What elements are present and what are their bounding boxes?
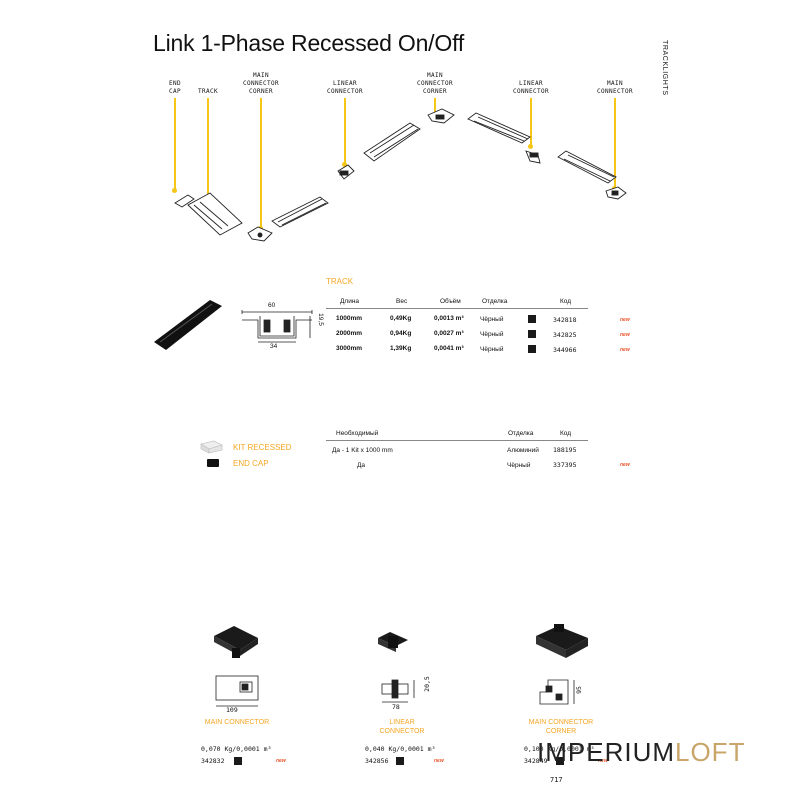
new-badge: new: [276, 758, 286, 764]
label-main-connector-corner-1: MAIN CONNECTOR CORNER: [242, 72, 280, 95]
leader-dot: [172, 188, 177, 193]
accessory-finish: Чёрный: [507, 462, 531, 469]
track-segment: [187, 192, 243, 236]
dim-height: 19,5: [316, 313, 324, 326]
col-header-required: Необходимый: [336, 430, 379, 437]
label-linear-connector-2: LINEAR CONNECTOR: [512, 80, 550, 95]
finish-swatch: [528, 315, 536, 323]
finish-swatch: [528, 330, 536, 338]
connector-dim: 109: [226, 706, 238, 714]
connector-name: MAIN CONNECTOR: [204, 719, 270, 726]
dim-width: 60: [268, 302, 276, 309]
new-badge: new: [620, 332, 630, 338]
kit-recessed-image: [200, 440, 223, 454]
finish-swatch: [396, 757, 404, 765]
col-header-finish: Отделка: [482, 298, 508, 305]
connector-spec: 0,070 Kg/0,0001 m³: [201, 745, 272, 753]
dim-bottom: 34: [270, 343, 278, 350]
main-connector-corner-drawing: [539, 679, 575, 705]
track-row-weight: 1,39Kg: [390, 345, 412, 352]
accessory-name: END CAP: [233, 459, 269, 468]
main-connector-image: [214, 626, 258, 658]
watermark: IMPERIUMLOFT: [537, 737, 745, 768]
leader-line: [344, 98, 346, 164]
col-header-weight: Вес: [396, 298, 408, 305]
track-row-weight: 0,49Kg: [390, 315, 412, 322]
finish-swatch: [528, 345, 536, 353]
label-main-connector-corner-2: MAIN CONNECTOR CORNER: [416, 72, 454, 95]
connector-code: 342832: [201, 757, 225, 765]
side-tab-label: TRACKLIGHTS: [661, 40, 668, 96]
connector-dim: 95: [574, 686, 583, 694]
track-row-finish: Чёрный: [480, 316, 504, 323]
col-header-code: Код: [560, 430, 572, 437]
watermark-part2: LOFT: [675, 737, 746, 767]
track-row-weight: 0,94Kg: [390, 330, 412, 337]
page-title: Link 1-Phase Recessed On/Off: [153, 30, 465, 56]
main-connector-drawing: [215, 675, 259, 707]
col-header-finish: Отделка: [508, 430, 534, 437]
leader-dot: [342, 162, 347, 167]
accessory-required: Да: [357, 462, 366, 469]
accessory-name: KIT RECESSED: [233, 443, 292, 452]
end-cap-image: [207, 459, 219, 467]
main-connector-corner-image: [536, 624, 588, 658]
connector-name: MAIN CONNECTOR CORNER: [528, 719, 594, 735]
track-product-image: [154, 300, 222, 350]
col-header-length: Длина: [340, 298, 360, 305]
leader-line: [614, 98, 616, 188]
watermark-part1: IMPERIUM: [537, 737, 675, 767]
linear-connector-image: [378, 632, 408, 652]
connector-name: LINEAR CONNECTOR: [379, 719, 425, 735]
side-tab: TRACKLIGHTS: [652, 40, 676, 100]
connector-code: 342856: [365, 757, 389, 765]
accessory-code: 337395: [553, 461, 577, 469]
table-rule: [326, 440, 588, 441]
col-header-volume: Объём: [440, 298, 461, 305]
new-badge: new: [620, 347, 630, 353]
leader-line: [530, 98, 532, 146]
linear-connector-drawing: [381, 679, 415, 703]
track-row-code: 344966: [553, 346, 577, 354]
new-badge: new: [620, 462, 630, 468]
label-linear-connector-1: LINEAR CONNECTOR: [326, 80, 364, 95]
track-row-volume: 0,0041 m³: [434, 345, 464, 352]
col-header-code: Код: [560, 298, 572, 305]
track-row-finish: Чёрный: [480, 331, 504, 338]
connector-dim: 78: [392, 703, 400, 711]
track-profile-drawing: [241, 310, 313, 343]
leader-line: [260, 98, 262, 228]
table-rule: [326, 308, 588, 309]
new-badge: new: [598, 758, 608, 764]
finish-swatch: [556, 757, 564, 765]
new-badge: new: [620, 317, 630, 323]
new-badge: new: [434, 758, 444, 764]
track-row-length: 3000mm: [336, 345, 363, 352]
track-row-volume: 0,0013 m³: [434, 315, 464, 322]
accessory-required: Да - 1 Kit x 1000 mm: [332, 447, 393, 454]
label-main-connector: MAIN CONNECTOR: [596, 80, 634, 95]
connector-dim: 20,5: [422, 676, 431, 692]
track-row-code: 342825: [553, 331, 577, 339]
track-section-title: TRACK: [326, 277, 354, 286]
label-end-cap: END CAP: [168, 80, 182, 95]
leader-dot: [528, 144, 533, 149]
leader-line: [207, 98, 209, 206]
label-track: TRACK: [197, 88, 219, 95]
track-row-code: 342818: [553, 316, 577, 324]
leader-line: [174, 98, 176, 190]
track-row-volume: 0,0027 m³: [434, 330, 464, 337]
finish-swatch: [234, 757, 242, 765]
accessory-code: 188195: [553, 446, 577, 454]
connector-code: 342849: [524, 757, 548, 765]
track-row-length: 1000mm: [336, 315, 363, 322]
track-system-diagram: [174, 108, 627, 242]
connector-spec: 0,100 Kg/0,0001 m³: [524, 745, 595, 753]
page-number: 717: [550, 776, 563, 784]
leader-line: [434, 98, 436, 116]
accessory-finish: Алюминий: [507, 447, 539, 454]
track-row-length: 2000mm: [336, 330, 363, 337]
connector-spec: 0,040 Kg/0,0001 m³: [365, 745, 436, 753]
track-row-finish: Чёрный: [480, 346, 504, 353]
